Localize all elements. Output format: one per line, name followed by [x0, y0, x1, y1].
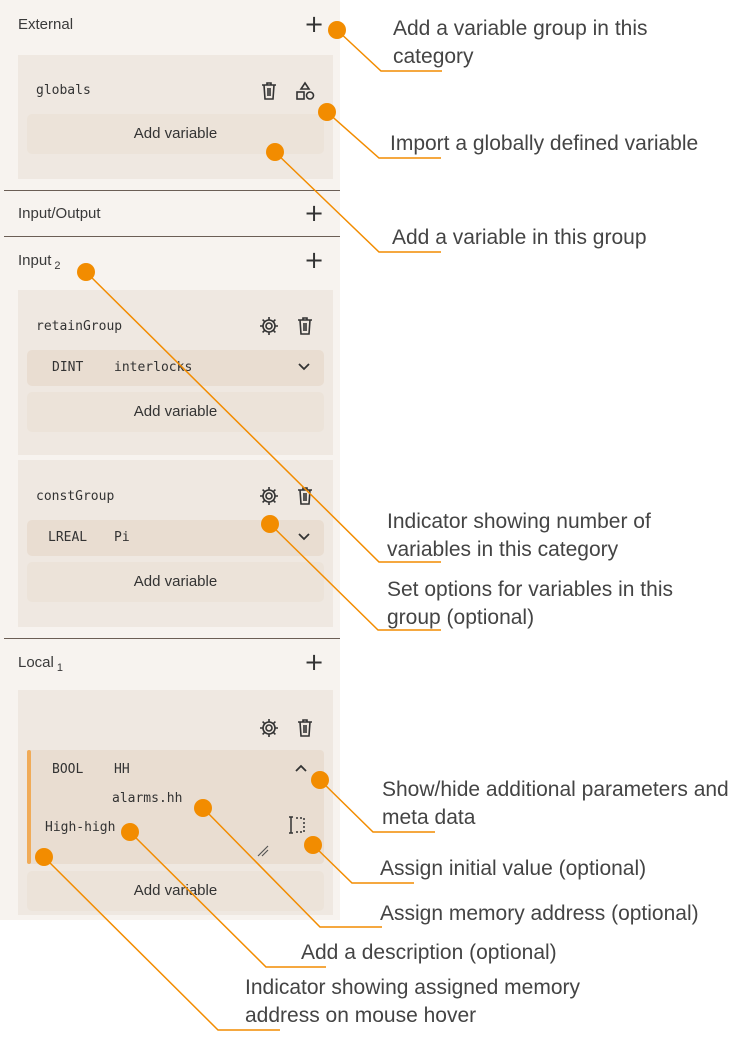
callout-add-group: Add a variable group in this category: [393, 17, 648, 68]
add-group-input-output-plus-icon[interactable]: +: [304, 199, 325, 227]
chevron-up-icon[interactable]: [293, 761, 309, 777]
section-divider: [4, 236, 340, 237]
add-variable-button[interactable]: Add variable: [27, 392, 324, 432]
annotation-marker: [77, 263, 95, 281]
callout-memory-address: Assign memory address (optional): [380, 902, 699, 925]
annotation-marker: [328, 21, 346, 39]
section-input-output-title: Input/Output: [18, 205, 101, 222]
chevron-down-icon[interactable]: [296, 358, 312, 374]
annotation-marker: [318, 103, 336, 121]
trash-icon[interactable]: [258, 80, 280, 102]
annotation-marker: [266, 143, 284, 161]
annotation-marker: [194, 799, 212, 817]
callout-description: Add a description (optional): [301, 941, 557, 964]
group-retain: retainGroup DINT interlocks Add variable: [18, 290, 333, 455]
add-group-input-plus-icon[interactable]: +: [304, 246, 325, 274]
variable-type: LREAL: [48, 530, 88, 545]
chevron-down-icon[interactable]: [296, 528, 312, 544]
variables-panel: External + globals Add variable Input/Ou…: [0, 0, 340, 920]
callout-add-variable: Add a variable in this group: [392, 226, 647, 249]
add-group-local-plus-icon[interactable]: +: [304, 648, 325, 676]
section-divider: [4, 190, 340, 191]
variable-row-expanded[interactable]: BOOL HH alarms.hh High-high: [27, 750, 324, 864]
memory-address-field[interactable]: alarms.hh: [112, 791, 183, 806]
callout-count-indicator: Indicator showing number of variables in…: [387, 510, 651, 561]
gear-icon[interactable]: [258, 315, 280, 337]
section-external-title: External: [18, 16, 74, 33]
group-globals: globals Add variable: [18, 55, 333, 179]
trash-icon[interactable]: [294, 315, 316, 337]
callout-show-hide: Show/hide additional parameters and meta…: [382, 778, 729, 829]
variable-type: BOOL: [52, 762, 84, 777]
add-variable-button[interactable]: Add variable: [27, 871, 324, 911]
group-name-globals: globals: [36, 83, 91, 98]
add-variable-button[interactable]: Add variable: [27, 114, 324, 154]
annotation-marker: [121, 823, 139, 841]
shapes-icon[interactable]: [294, 80, 316, 102]
group-const: constGroup LREAL Pi Add variable: [18, 460, 333, 627]
variable-row[interactable]: LREAL Pi: [27, 520, 324, 556]
gear-icon[interactable]: [258, 717, 280, 739]
variable-count-badge: 2: [54, 260, 61, 272]
callout-hover-indicator: Indicator showing assigned memory addres…: [245, 976, 580, 1027]
group-local: BOOL HH alarms.hh High-high Add variable: [18, 690, 333, 915]
text-cursor-icon[interactable]: [286, 814, 308, 836]
memory-address-hover-indicator: [27, 750, 31, 864]
variable-row[interactable]: DINT interlocks: [27, 350, 324, 386]
callout-initial-value: Assign initial value (optional): [380, 857, 647, 880]
section-divider: [4, 638, 340, 639]
variable-name: Pi: [114, 530, 130, 545]
annotation-marker: [261, 515, 279, 533]
description-field[interactable]: High-high: [45, 820, 116, 835]
group-name-retain: retainGroup: [36, 319, 123, 334]
variable-name: HH: [114, 762, 130, 777]
variable-type: DINT: [52, 360, 84, 375]
callout-set-options: Set options for variables in this group …: [387, 578, 673, 629]
gear-icon[interactable]: [258, 485, 280, 507]
annotation-marker: [35, 848, 53, 866]
variable-count-badge: 1: [56, 662, 63, 674]
variable-name: interlocks: [114, 360, 193, 375]
add-variable-button[interactable]: Add variable: [27, 562, 324, 602]
annotation-marker: [304, 836, 322, 854]
annotation-marker: [311, 771, 329, 789]
trash-icon[interactable]: [294, 717, 316, 739]
add-group-external-plus-icon[interactable]: +: [304, 10, 325, 38]
resize-handle-icon[interactable]: [256, 844, 270, 858]
callout-import-global: Import a globally defined variable: [390, 132, 699, 155]
group-name-const: constGroup: [36, 489, 115, 504]
trash-icon[interactable]: [294, 485, 316, 507]
